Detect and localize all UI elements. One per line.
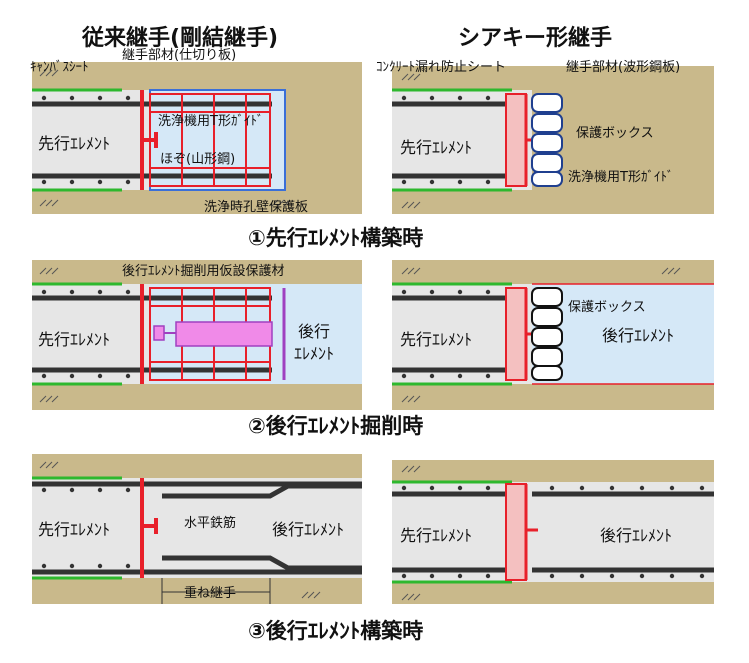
panel-step2-shearkey: 先行ｴﾚﾒﾝﾄ 保護ボックス 後行ｴﾚﾒﾝﾄ (392, 260, 714, 410)
panel-step3-conventional: 先行ｴﾚﾒﾝﾄ 後行ｴﾚﾒﾝﾄ 水平鉄筋 重ね継手 (32, 454, 362, 604)
diagram-step1-conventional (32, 62, 362, 214)
panel-step3-shearkey: 先行ｴﾚﾒﾝﾄ 後行ｴﾚﾒﾝﾄ (392, 460, 714, 604)
label-trailing-element-r2: 後行ｴﾚﾒﾝﾄ (602, 326, 675, 345)
label-leading-element-r3: 先行ｴﾚﾒﾝﾄ (400, 526, 473, 545)
panel-step2-conventional: 先行ｴﾚﾒﾝﾄ 後行 ｴﾚﾒﾝﾄ (32, 260, 362, 410)
diagram-step3-conventional (32, 454, 362, 604)
label-temp-protect: 後行ｴﾚﾒﾝﾄ掘削用仮設保護材 (122, 264, 285, 279)
panel-step1-conventional: 先行ｴﾚﾒﾝﾄ 洗浄機用T形ｶﾞｲﾄﾞ ほぞ(山形鋼) (32, 62, 362, 214)
panel-step1-shearkey: 先行ｴﾚﾒﾝﾄ 保護ボックス 洗浄機用T形ｶﾞｲﾄﾞ (392, 66, 714, 214)
label-lap-joint: 重ね継手 (184, 586, 237, 601)
hatch-soil-icon (39, 69, 291, 207)
diagram-step1-shearkey (392, 66, 714, 214)
label-t-guide-r1: 洗浄機用T形ｶﾞｲﾄﾞ (568, 170, 674, 185)
label-protect-box-r1: 保護ボックス (576, 126, 654, 141)
label-leading-element-r1: 先行ｴﾚﾒﾝﾄ (400, 138, 473, 157)
label-joint-member-corrugated: 継手部材(波形鋼板) (566, 60, 681, 75)
step-3-title: ③後行ｴﾚﾒﾝﾄ構築時 (248, 619, 424, 643)
label-joint-member-partition: 継手部材(仕切り板) (122, 48, 237, 63)
diagram-step2-shearkey (392, 260, 714, 410)
label-concrete-leak-sheet: ｺﾝｸﾘｰﾄ漏れ防止シート (376, 60, 507, 75)
step-1-title: ①先行ｴﾚﾒﾝﾄ構築時 (248, 226, 424, 250)
label-trailing-element-r3: 後行ｴﾚﾒﾝﾄ (600, 526, 673, 545)
step-2-title: ②後行ｴﾚﾒﾝﾄ掘削時 (248, 414, 424, 438)
right-column-title: シアキー形継手 (458, 26, 613, 51)
label-protect-box-r2: 保護ボックス (568, 300, 646, 315)
label-leading-element-l3: 先行ｴﾚﾒﾝﾄ (38, 520, 111, 539)
label-canvas-sheet: ｷｬﾝﾊﾞｽｼｰﾄ (30, 60, 89, 75)
label-hozo: ほぞ(山形鋼) (160, 152, 236, 167)
label-t-guide: 洗浄機用T形ｶﾞｲﾄﾞ (158, 114, 264, 129)
label-leading-element-l2: 先行ｴﾚﾒﾝﾄ (38, 330, 111, 349)
label-horizontal-rebar: 水平鉄筋 (184, 516, 237, 531)
label-leading-element-r2: 先行ｴﾚﾒﾝﾄ (400, 330, 473, 349)
label-trailing-element-l2a: 後行 (298, 322, 331, 341)
label-leading-element: 先行ｴﾚﾒﾝﾄ (38, 134, 111, 153)
left-column-title: 従来継手(剛結継手) (82, 26, 279, 51)
diagram-step3-shearkey (392, 460, 714, 604)
label-trailing-element-l2b: ｴﾚﾒﾝﾄ (294, 344, 335, 363)
label-wash-wall-plate: 洗浄時孔壁保護板 (204, 200, 309, 215)
label-trailing-element-l3: 後行ｴﾚﾒﾝﾄ (272, 520, 345, 539)
diagram-step2-conventional (32, 260, 362, 410)
